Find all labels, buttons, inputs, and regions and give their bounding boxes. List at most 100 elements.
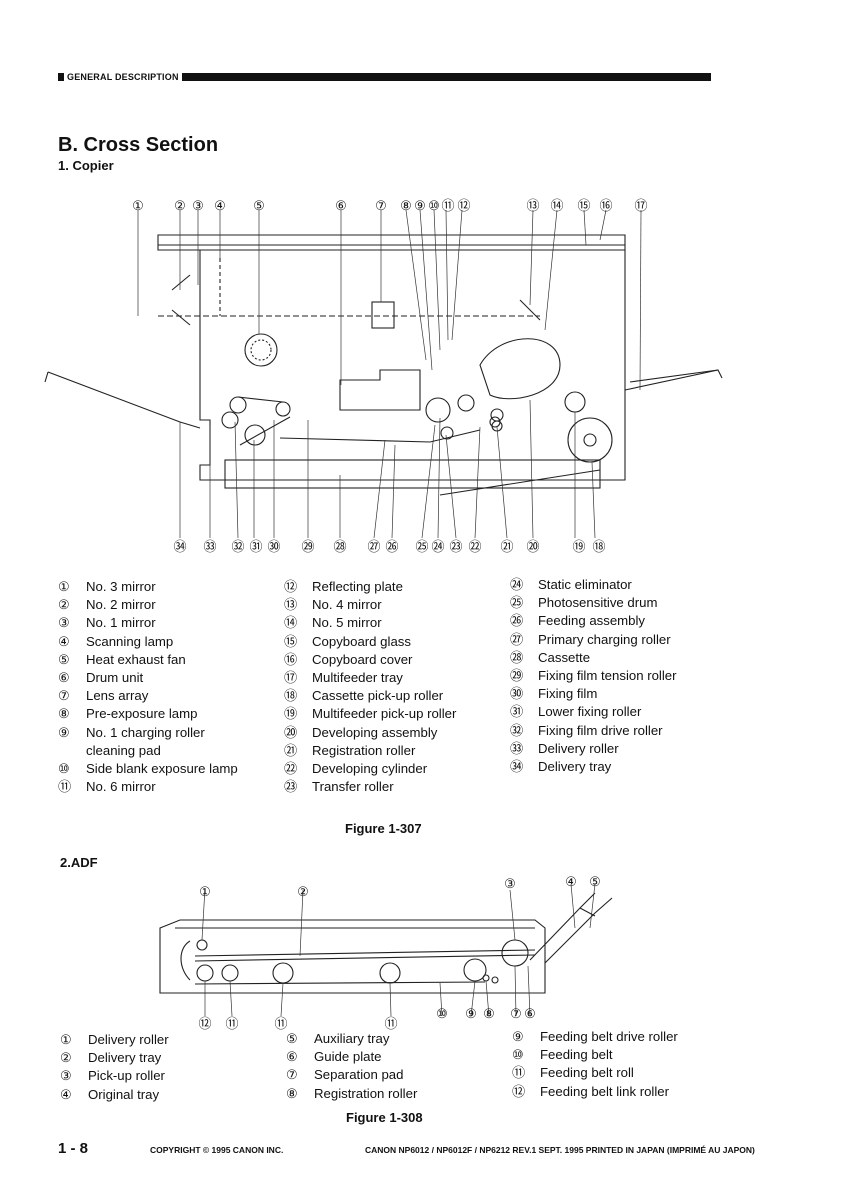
pick-up-roller xyxy=(501,939,529,967)
delivery-tray-left xyxy=(47,371,201,429)
callout-32: ㉜ xyxy=(231,539,244,554)
callout-17: ⑰ xyxy=(634,198,647,213)
callout-18: ⑱ xyxy=(592,539,605,554)
adf-callout-9: ⑨ xyxy=(465,1006,477,1021)
callout-25: ㉕ xyxy=(415,539,428,554)
photosensitive-drum xyxy=(425,397,451,423)
callout-12: ⑫ xyxy=(457,198,470,213)
callout-23: ㉓ xyxy=(449,539,462,554)
figure2-caption: Figure 1-308 xyxy=(346,1110,423,1125)
callout-13: ⑬ xyxy=(526,198,539,213)
callout-7: ⑦ xyxy=(375,198,387,213)
callout-21: ㉑ xyxy=(500,539,513,554)
callout-30: ㉚ xyxy=(267,539,280,554)
model-info: CANON NP6012 / NP6012F / NP6212 REV.1 SE… xyxy=(365,1145,755,1155)
legend-item: cleaning pad xyxy=(86,742,161,758)
callout-3: ③ xyxy=(192,198,204,213)
callout-14: ⑭ xyxy=(550,198,563,213)
callout-27: ㉗ xyxy=(367,539,380,554)
callout-1: ① xyxy=(132,198,144,213)
callout-6: ⑥ xyxy=(335,198,347,213)
subsection-adf-title: 2.ADF xyxy=(60,855,98,870)
adf-callout-11a: ⑪ xyxy=(384,1016,397,1031)
callout-2: ② xyxy=(174,198,186,213)
callout-15: ⑮ xyxy=(577,198,590,213)
callout-16: ⑯ xyxy=(599,198,612,213)
adf-callout-8: ⑧ xyxy=(483,1006,495,1021)
delivery-roller xyxy=(196,939,208,951)
adf-callout-6: ⑥ xyxy=(524,1006,536,1021)
adf-cross-section-diagram: ① ② ③ ④ ⑤ ⑥ ⑦ ⑧ ⑨ ⑩ ⑪ ⑪ ⑪ ⑫ xyxy=(159,874,613,1031)
callout-8: ⑧ xyxy=(400,198,412,213)
original-tray xyxy=(529,892,596,961)
heat-exhaust-fan xyxy=(244,333,278,367)
adf-callout-10: ⑩ xyxy=(436,1006,448,1021)
adf-callout-11b: ⑪ xyxy=(274,1016,287,1031)
cassette xyxy=(224,459,601,489)
callout-34: ㉞ xyxy=(173,539,186,554)
page-number: 1 - 8 xyxy=(58,1140,89,1157)
callout-20: ⑳ xyxy=(526,539,539,554)
callout-28: ㉘ xyxy=(333,539,346,554)
copier-housing xyxy=(157,234,626,481)
adf-callout-5: ⑤ xyxy=(589,874,601,889)
adf-callout-4: ④ xyxy=(565,874,577,889)
callout-4: ④ xyxy=(214,198,226,213)
callout-9: ⑨ xyxy=(414,198,426,213)
copier-cross-section-diagram: ① ② ③ ④ ⑤ ⑥ ⑦ ⑧ ⑨ ⑩ ⑪ ⑫ ⑬ ⑭ ⑮ ⑯ ⑰ ⑱ ⑲ ⑳ … xyxy=(44,198,723,554)
multifeeder-tray-right xyxy=(624,369,723,391)
adf-housing xyxy=(159,919,546,994)
section-title: B. Cross Section xyxy=(58,134,219,156)
adf-callout-3: ③ xyxy=(504,876,516,891)
callout-11: ⑪ xyxy=(441,198,454,213)
callout-10: ⑩ xyxy=(428,198,440,213)
adf-callout-7: ⑦ xyxy=(510,1006,522,1021)
callout-5: ⑤ xyxy=(253,198,265,213)
copyright-notice: COPYRIGHT © 1995 CANON INC. xyxy=(150,1145,284,1155)
adf-callout-12: ⑫ xyxy=(198,1016,211,1031)
